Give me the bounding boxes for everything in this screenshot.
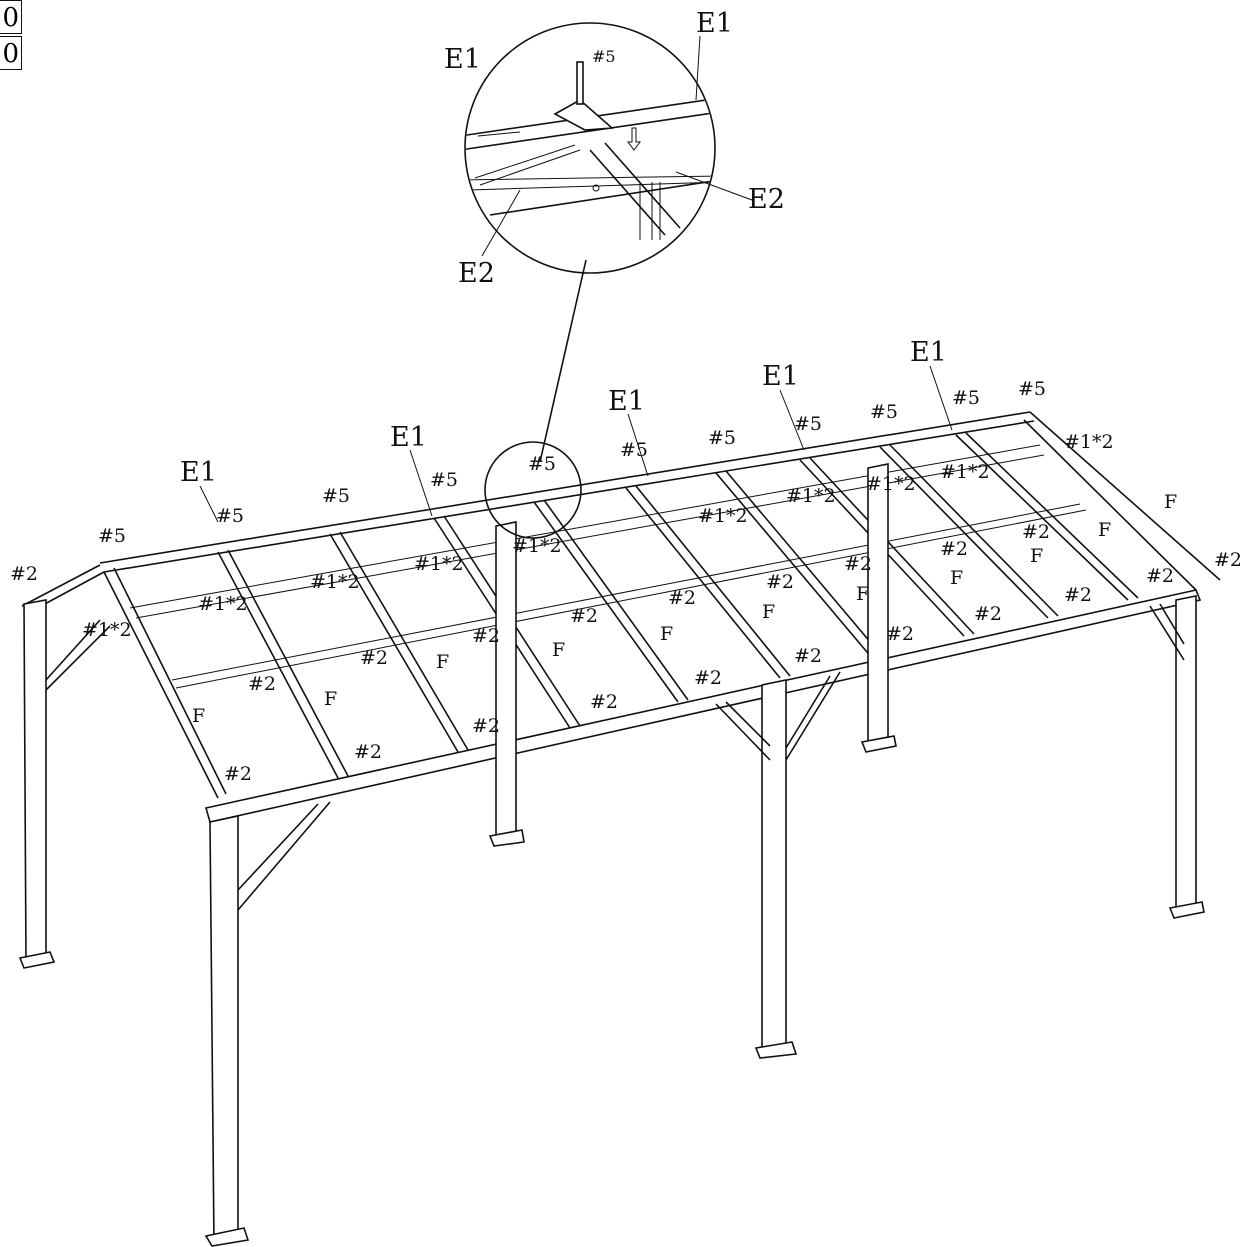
label-screw-5: #5	[216, 505, 244, 527]
label-screw-5: #5	[1018, 378, 1046, 400]
detail-zoom	[464, 22, 716, 463]
label-screw-1x2: #1*2	[414, 553, 464, 575]
label-e1: E1	[762, 361, 799, 392]
label-screw-5: #5	[430, 469, 458, 491]
label-screw-2: #2	[10, 563, 38, 585]
label-screw-1x2: #1*2	[1064, 431, 1114, 453]
part-labels-e1: E1 E1 E1 E1 E1	[180, 337, 947, 488]
label-screw-2: #2	[472, 715, 500, 737]
label-rafter-f: F	[324, 688, 337, 710]
label-screw-5: #5	[322, 485, 350, 507]
page-tag-1: 0	[0, 0, 22, 34]
label-screw-1x2: #1*2	[940, 461, 990, 483]
rafter-labels-f: F F F F F F F F F F F	[192, 491, 1177, 727]
label-rafter-f: F	[660, 623, 673, 645]
label-screw-2: #2	[1064, 584, 1092, 606]
label-e1: E1	[696, 8, 733, 39]
label-screw-2: #2	[570, 605, 598, 627]
label-screw-5: #5	[620, 439, 648, 461]
label-screw-2: #2	[766, 571, 794, 593]
label-screw-2: #2	[1146, 565, 1174, 587]
label-rafter-f: F	[552, 639, 565, 661]
label-screw-2: #2	[354, 741, 382, 763]
label-screw-1x2: #1*2	[512, 535, 562, 557]
label-rafter-f: F	[950, 567, 963, 589]
label-e1: E1	[910, 337, 947, 368]
label-rafter-f: F	[1030, 545, 1043, 567]
posts	[18, 463, 1205, 1247]
label-screw-1x2: #1*2	[698, 505, 748, 527]
label-screw-5: #5	[870, 401, 898, 423]
label-screw-2: #2	[844, 553, 872, 575]
label-screw-5: #5	[528, 453, 556, 475]
label-screw-1x2: #1*2	[866, 473, 916, 495]
label-screw-5: #5	[794, 413, 822, 435]
label-screw-2: #2	[694, 667, 722, 689]
leader-lines	[199, 35, 953, 523]
label-screw-2: #2	[794, 645, 822, 667]
gazebo-frame	[18, 411, 1221, 1247]
detail-labels: E1 E1 #5 E2 E2	[444, 8, 785, 289]
label-rafter-f: F	[192, 705, 205, 727]
screw-labels-2: #2 #2 #2 #2 #2 #2 #2 #2 #2 #2 #2 #2 #2 #…	[10, 521, 1240, 785]
label-e1: E1	[180, 457, 217, 488]
label-e1: E1	[444, 44, 481, 75]
label-screw-2: #2	[1214, 549, 1240, 571]
label-screw-2: #2	[1022, 521, 1050, 543]
label-e1: E1	[390, 422, 427, 453]
label-screw-2: #2	[668, 587, 696, 609]
label-screw-5: #5	[708, 427, 736, 449]
rafters	[103, 432, 1139, 799]
label-screw-2: #2	[360, 647, 388, 669]
detail-callout-circle	[484, 441, 582, 539]
label-screw-1x2: #1*2	[82, 619, 132, 641]
label-screw-5: #5	[952, 387, 980, 409]
label-screw-1x2: #1*2	[198, 593, 248, 615]
label-e2: E2	[748, 184, 785, 215]
label-e2: E2	[458, 258, 495, 289]
label-screw-2: #2	[590, 691, 618, 713]
screw-labels-5: #5 #5 #5 #5 #5 #5 #5 #5 #5 #5 #5	[98, 378, 1046, 547]
label-rafter-f: F	[1098, 519, 1111, 541]
label-rafter-f: F	[856, 583, 869, 605]
label-e1: E1	[608, 386, 645, 417]
label-screw-5: #5	[98, 525, 126, 547]
label-screw-2: #2	[974, 603, 1002, 625]
label-screw-1x2: #1*2	[310, 571, 360, 593]
label-screw-2: #2	[248, 673, 276, 695]
screw-labels-1x2: #1*2 #1*2 #1*2 #1*2 #1*2 #1*2 #1*2 #1*2 …	[82, 431, 1114, 641]
label-rafter-f: F	[762, 601, 775, 623]
label-screw-2: #2	[940, 538, 968, 560]
label-screw-2: #2	[224, 763, 252, 785]
page-tag-2: 0	[0, 36, 22, 70]
label-rafter-f: F	[1164, 491, 1177, 513]
label-screw-2: #2	[886, 623, 914, 645]
label-rafter-f: F	[436, 651, 449, 673]
label-screw-2: #2	[472, 625, 500, 647]
label-screw-1x2: #1*2	[786, 485, 836, 507]
label-screw-5: #5	[592, 47, 616, 66]
